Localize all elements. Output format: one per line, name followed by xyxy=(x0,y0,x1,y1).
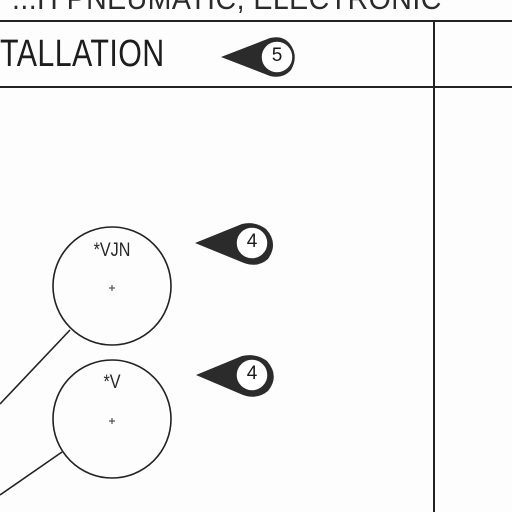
revision-number-5: 5 xyxy=(271,45,283,66)
leader-line-vjn xyxy=(0,329,71,405)
instrument-label-v: *V xyxy=(103,372,121,393)
section-title: TALLATION xyxy=(0,33,165,75)
instrument-bubble-v xyxy=(52,359,172,479)
revision-number-4-upper: 4 xyxy=(246,231,258,252)
instrument-bubble-vjn xyxy=(52,226,172,346)
revision-triangle-4-lower xyxy=(196,355,274,397)
sheet-top-heading: ...H PNEUMATIC, ELECTRONIC xyxy=(12,0,442,17)
instrument-label-vjn: *VJN xyxy=(93,240,131,261)
revision-triangle-4-upper xyxy=(195,223,274,265)
revision-triangle-5 xyxy=(221,37,295,77)
revision-number-4-lower: 4 xyxy=(246,363,258,384)
leader-line-v xyxy=(0,451,63,496)
